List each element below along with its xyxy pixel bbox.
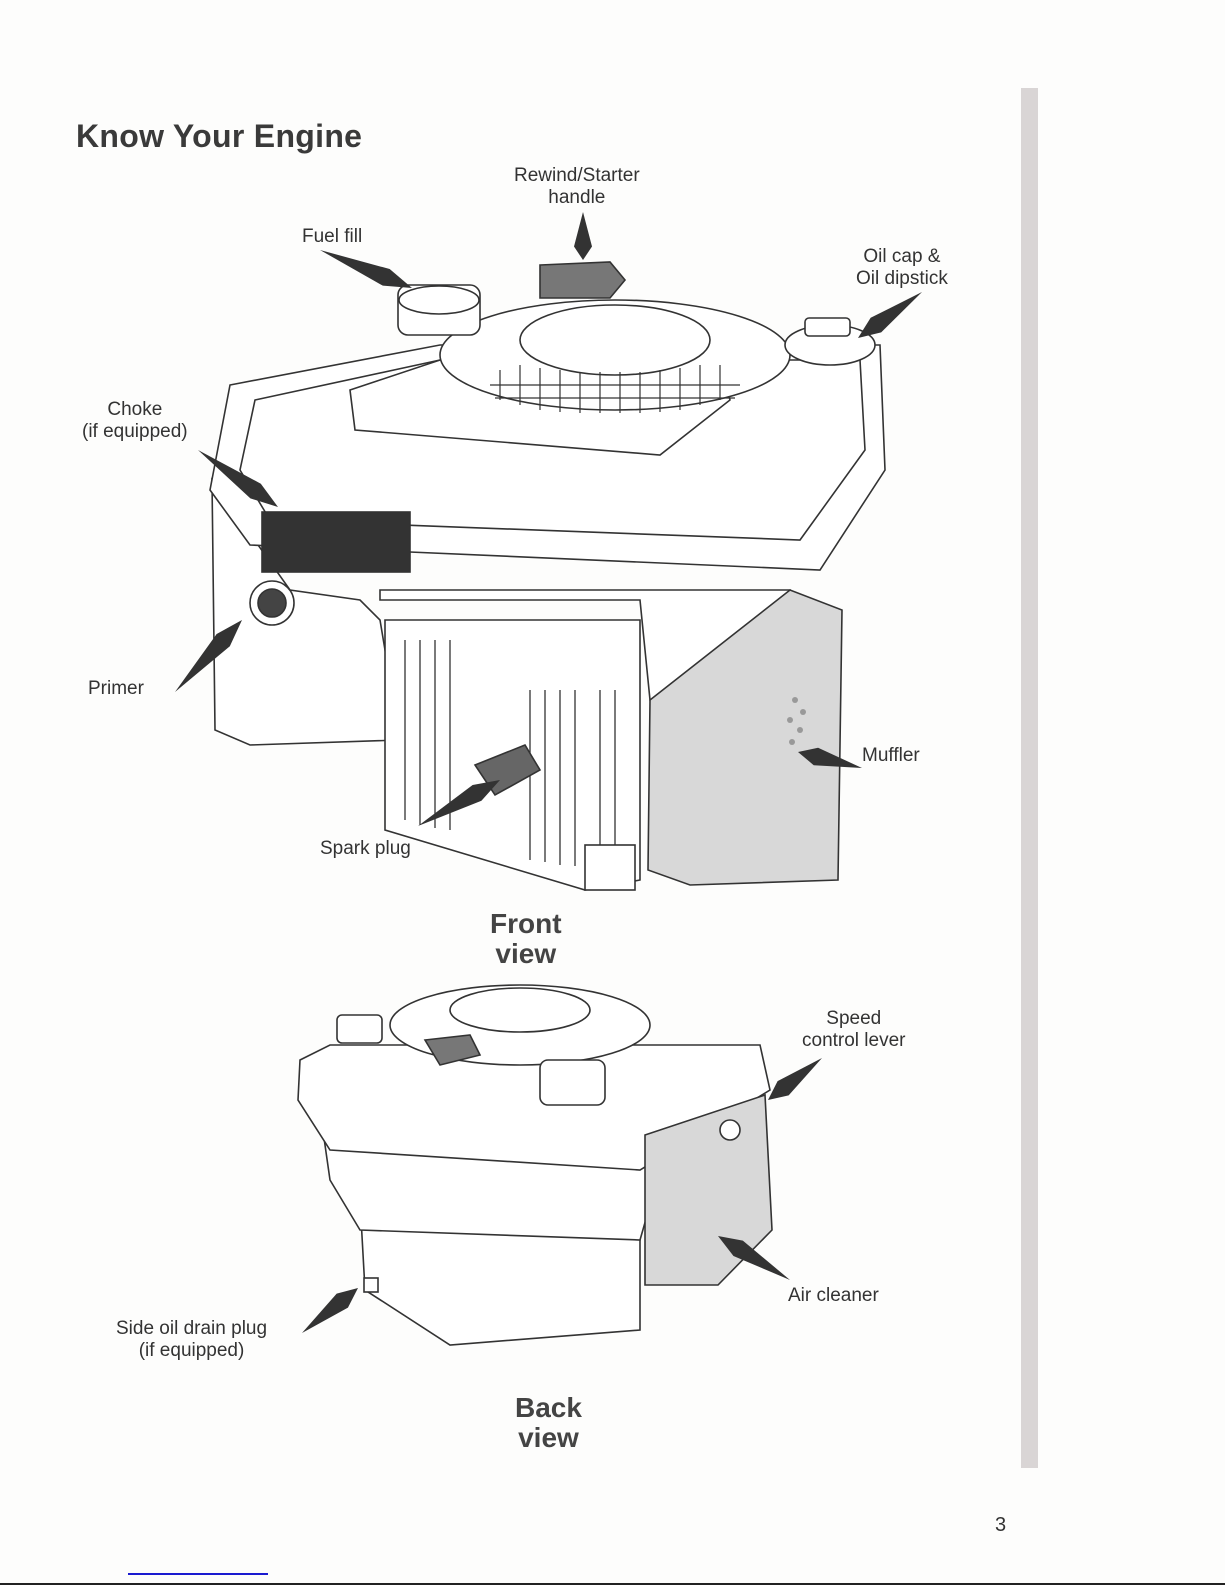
label-line: Side oil drain plug [116,1318,268,1339]
front-view-engine [209,261,886,891]
label-line: handle [548,187,606,208]
label-side-oil-drain: Side oil drain plug (if equipped) [116,1318,267,1362]
label-line: Choke [107,399,163,420]
arrow-muffler [798,747,862,768]
label-choke: Choke (if equipped) [82,399,188,443]
back-view-engine [297,984,773,1346]
label-fuel-fill: Fuel fill [302,226,363,247]
label-line: control lever [802,1030,906,1051]
label-line: (if equipped) [82,421,188,442]
label-line: Oil cap & [863,246,941,267]
label-muffler: Muffler [862,745,920,766]
side-margin-bar [1021,88,1038,1468]
callout-arrows [175,212,922,1333]
caption-line: view [495,938,557,969]
page-bottom-edge [0,1583,1225,1585]
label-air-cleaner: Air cleaner [788,1285,879,1306]
label-primer: Primer [88,678,144,699]
page-title: Know Your Engine [76,118,363,154]
label-spark-plug: Spark plug [320,838,411,859]
label-speed-control: Speed control lever [802,1008,906,1052]
arrow-speed-control [768,1058,822,1100]
arrow-primer [175,620,242,692]
back-view-caption: Back view [515,1393,582,1453]
arrow-oil-cap [858,292,922,338]
label-line: Rewind/Starter [514,165,640,186]
caption-line: Front [490,908,562,939]
arrow-drain-plug [302,1288,358,1333]
label-line: Oil dipstick [856,268,948,289]
caption-line: Back [515,1392,582,1423]
label-rewind-starter: Rewind/Starter handle [514,165,640,209]
back-fuel-cap [539,1059,606,1106]
page-number: 3 [995,1514,1007,1536]
starter-handle [539,261,627,299]
drain-plug [363,1277,379,1293]
arrow-air-cleaner [718,1236,790,1280]
back-starter-handle [423,1034,482,1066]
label-oil-cap: Oil cap & Oil dipstick [856,246,948,290]
arrow-spark-plug [418,780,500,826]
choke-plate [261,511,411,573]
underline-mark [128,1573,268,1575]
muffler [647,589,843,886]
label-line: (if equipped) [138,1340,245,1361]
arrow-rewind [574,212,592,260]
arrow-fuel-fill [320,250,412,288]
caption-line: view [518,1422,579,1453]
front-view-caption: Front view [490,909,562,969]
arrow-choke [198,450,278,507]
label-line: Speed [826,1008,882,1029]
